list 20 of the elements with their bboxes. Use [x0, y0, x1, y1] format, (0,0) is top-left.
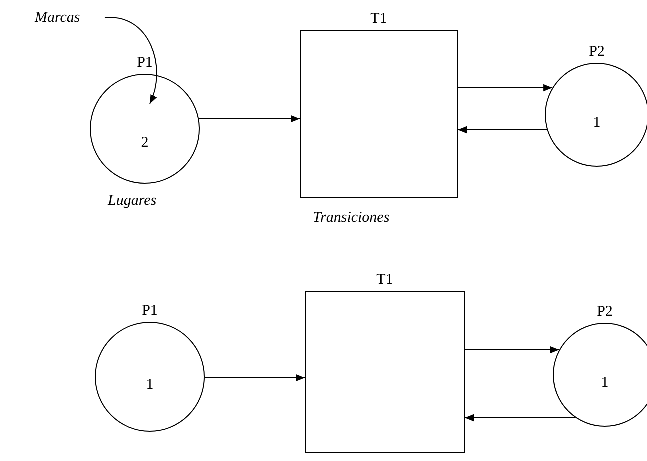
annotation-label: Transiciones: [313, 210, 390, 226]
annotation-label: Lugares: [108, 193, 157, 209]
token-count: 2: [141, 135, 149, 151]
arc-arrow: [458, 84, 554, 92]
node-label: P2: [589, 44, 605, 60]
node-label: T1: [376, 272, 394, 288]
leader-arrow: [104, 17, 158, 104]
arc-arrow: [464, 414, 576, 422]
node-label: T1: [370, 11, 388, 27]
arc-arrow: [198, 115, 300, 123]
node-label: P2: [597, 304, 613, 320]
token-count: 1: [593, 115, 601, 131]
arc-arrow: [464, 346, 560, 354]
token-count: 1: [601, 375, 609, 391]
annotation-text: Marcas: [35, 10, 107, 28]
node-label: P1: [137, 55, 153, 71]
arc-arrow: [458, 126, 548, 134]
token-count: 1: [146, 377, 154, 393]
node-label: P1: [142, 303, 158, 319]
arc-arrow: [204, 374, 306, 382]
